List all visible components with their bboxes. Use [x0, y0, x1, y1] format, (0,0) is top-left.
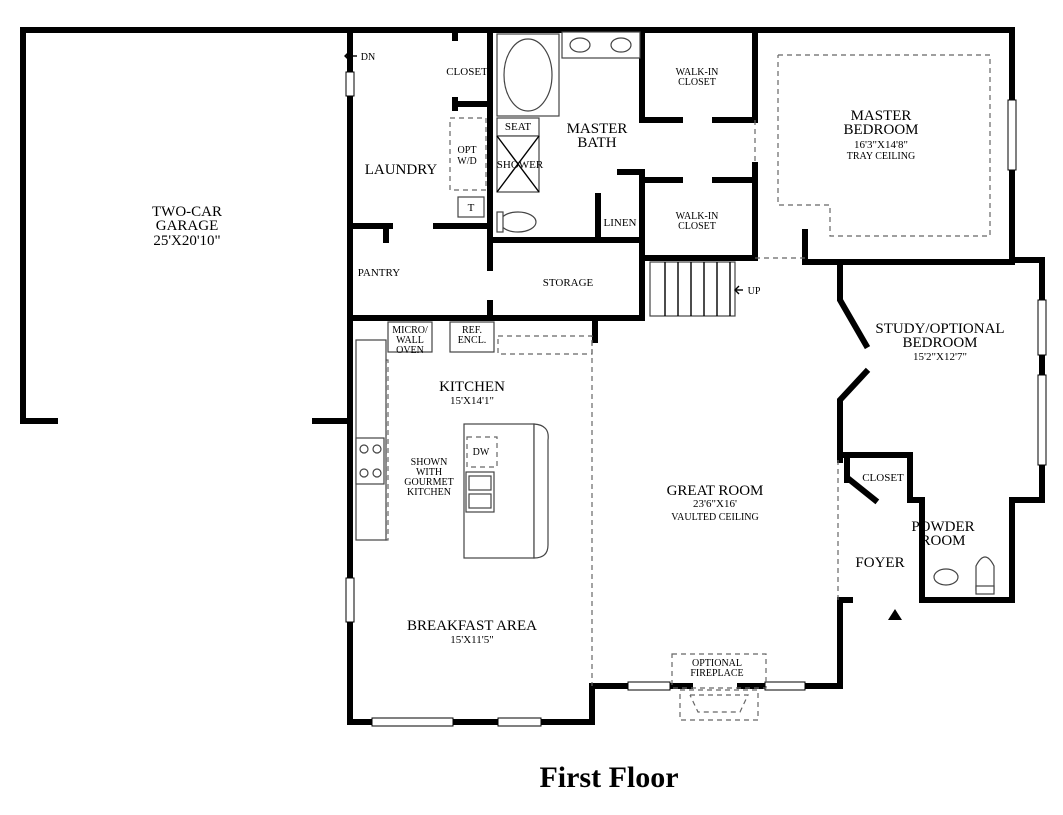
t-fixture-name-label: T — [468, 202, 475, 214]
bath-fixtures — [457, 31, 995, 595]
study-size-label: 15'2"X12'7" — [913, 351, 967, 363]
breakfast-size-label: 15'X11'5" — [450, 634, 494, 646]
master-bedroom-size-label: 16'3"X14'8" — [854, 139, 908, 151]
exterior-walls — [20, 27, 1045, 725]
linen-name-label: LINEN — [604, 217, 637, 229]
laundry-name-label: LAUNDRY — [365, 162, 438, 178]
stairs-down-label: DN — [361, 52, 375, 63]
interior-walls — [347, 27, 1015, 603]
great-room-note-label: VAULTED CEILING — [671, 512, 759, 523]
kitchen-fixtures — [355, 321, 549, 559]
breakfast-name-label: BREAKFAST AREA — [407, 618, 537, 634]
shower-name-label: SHOWER — [497, 159, 544, 171]
stairs — [344, 51, 743, 317]
storage-name-label: STORAGE — [543, 277, 594, 289]
great-room-size-label: 23'6"X16' — [693, 498, 737, 510]
dw-name-label: DW — [473, 447, 490, 458]
entry-arrow-icon — [888, 609, 902, 620]
stairs-up-label: UP — [748, 286, 761, 297]
fireplace-outline — [679, 689, 759, 721]
kitchen-size-label: 15'X14'1" — [450, 395, 494, 407]
garage-size-label: 25'X20'10" — [153, 233, 220, 249]
page-title: First Floor — [539, 761, 678, 794]
ref-encl-name-label: REF.ENCL. — [458, 325, 487, 346]
closet-study-name-label: CLOSET — [862, 472, 904, 484]
closet-laundry-name-label: CLOSET — [446, 66, 488, 78]
great-room-name-label: GREAT ROOM — [667, 483, 764, 499]
foyer-name-label: FOYER — [855, 555, 904, 571]
master-bedroom-note-label: TRAY CEILING — [847, 151, 915, 162]
kitchen-name-label: KITCHEN — [439, 379, 505, 395]
pantry-name-label: PANTRY — [358, 267, 400, 279]
seat-name-label: SEAT — [505, 121, 532, 133]
windows — [345, 71, 1047, 727]
